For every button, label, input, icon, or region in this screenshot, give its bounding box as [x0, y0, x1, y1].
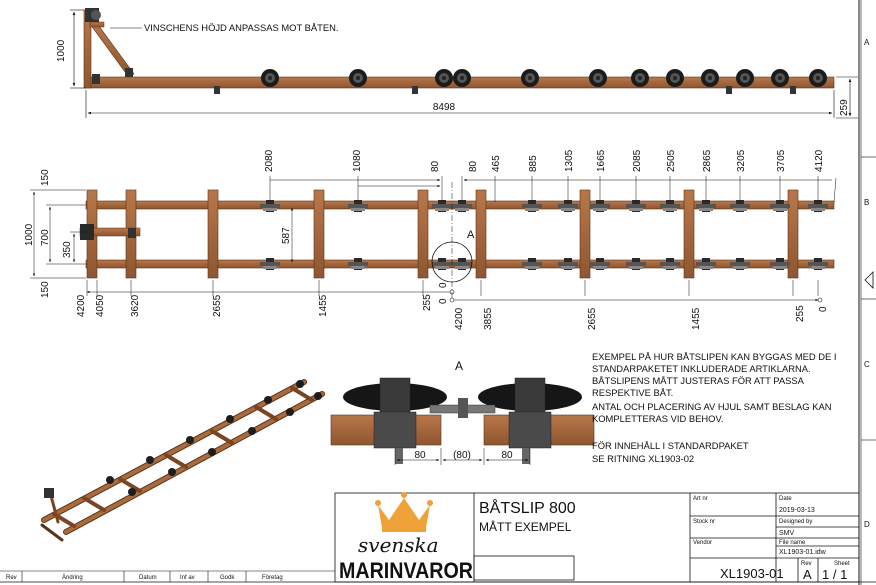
left-dim-4: 587 — [281, 227, 292, 244]
left-dim-2: 1000 — [24, 223, 35, 246]
bottom-right-dim-3: 2655 — [587, 307, 598, 330]
bottom-right-dim-5: 255 — [795, 305, 806, 322]
top-dim-9: 2505 — [666, 149, 677, 172]
drawing-number: XL1903-01 — [720, 566, 784, 581]
brand-logo: svenska MARINVAROR — [339, 492, 473, 583]
rev-col-approved: Godk — [220, 575, 235, 581]
bottom-left-dim-4: 1455 — [318, 294, 329, 317]
bottom-right-dim-4: 1455 — [691, 307, 702, 330]
top-dim-7: 1665 — [596, 149, 607, 172]
vendor-label: Vendor — [693, 540, 712, 546]
date-value: 2019-03-13 — [779, 507, 815, 514]
top-dim-1: 1080 — [352, 149, 363, 172]
sheet-label: Sheet — [834, 561, 850, 567]
side-view: VINSCHENS HÖJD ANPASSAS MOT BÅTEN. 1000 … — [56, 8, 858, 119]
bottom-right-dim-0: 0 — [438, 298, 449, 304]
bottom-right-dim-6: 0 — [818, 306, 829, 312]
zone-b: B — [864, 198, 869, 207]
rev-col-by: Inf av — [180, 575, 195, 581]
detail-dim-0: 80 — [414, 450, 426, 461]
revision-table: Rev Ändring Datum Inf av Godk Företag — [0, 570, 335, 582]
bottom-left-dim-2: 3620 — [130, 294, 141, 317]
designed-by-value: SMV — [779, 530, 795, 537]
side-length-dim: 8498 — [433, 102, 456, 113]
detail-marker: A — [467, 229, 475, 241]
note-line-1: STANDARPAKETET INKLUDERADE ARTIKLARNA. — [592, 363, 811, 374]
top-dim-13: 4120 — [814, 149, 825, 172]
plan-view: A 2080 1080 80 80 465 885 1305 — [24, 149, 837, 330]
title-block: svenska MARINVAROR BÅTSLIP 800 MÅTT EXEM… — [334, 492, 860, 583]
top-dim-2: 80 — [430, 160, 441, 172]
side-height-dim: 1000 — [56, 39, 67, 62]
stock-nr-label: Stock nr — [693, 519, 715, 525]
zone-c: C — [864, 360, 870, 369]
zone-a: A — [864, 38, 870, 47]
top-dim-4: 465 — [491, 155, 502, 172]
zone-labels: A B C D — [864, 38, 870, 529]
note-line-4: ANTAL OCH PLACERING AV HJUL SAMT BESLAG … — [592, 401, 831, 412]
top-dim-8: 2085 — [632, 149, 643, 172]
top-dim-0: 2080 — [264, 149, 275, 172]
rev-col-rev: Rev — [6, 575, 17, 581]
bottom-left-dim-0: 4200 — [76, 294, 87, 317]
isometric-view — [40, 379, 325, 542]
brand-script: svenska — [358, 533, 439, 557]
date-label: Date — [779, 496, 792, 502]
left-dim-1: 700 — [40, 229, 51, 246]
file-name-label: File name — [779, 540, 806, 546]
top-dim-5: 885 — [528, 155, 539, 172]
rev-label: Rev — [801, 561, 812, 567]
top-dim-11: 3205 — [736, 149, 747, 172]
left-dim-5: 150 — [40, 281, 51, 298]
left-dim-3: 350 — [62, 241, 73, 258]
bottom-left-dim-6: 0 — [438, 282, 449, 288]
left-dim-0: 150 — [40, 169, 51, 186]
detail-a-label: A — [455, 359, 463, 373]
general-notes: EXEMPEL PÅ HUR BÅTSLIPEN KAN BYGGAS MED … — [592, 351, 837, 464]
note-line-8: SE RITNING XL1903-02 — [592, 453, 694, 464]
detail-dim-2: 80 — [501, 450, 513, 461]
detail-a: A 80 (80) 80 — [330, 359, 595, 465]
rev-col-date: Datum — [139, 575, 157, 581]
rev-col-change: Ändring — [62, 574, 83, 581]
note-line-2: BÅTSLIPENS MÅTT JUSTERAS FÖR ATT PASSA — [592, 375, 805, 386]
note-line-5: KOMPLETTERAS VID BEHOV. — [592, 413, 723, 424]
art-nr-label: Art nr — [693, 496, 708, 502]
drawing-title: BÅTSLIP 800 — [479, 498, 576, 517]
bottom-right-dim-2: 3855 — [483, 307, 494, 330]
top-dim-12: 3705 — [776, 149, 787, 172]
rev-col-company: Företag — [262, 575, 283, 581]
bottom-right-dim-1: 4200 — [454, 307, 465, 330]
designed-by-label: Designed by — [779, 519, 812, 525]
bottom-left-dim-5: 255 — [422, 294, 433, 311]
file-name-value: XL1903-01.idw — [779, 549, 827, 556]
sheet-value: 1 / 1 — [822, 567, 847, 582]
note-line-3: RESPEKTIVE BÅT. — [592, 387, 673, 398]
zone-d: D — [864, 520, 870, 529]
note-line-0: EXEMPEL PÅ HUR BÅTSLIPEN KAN BYGGAS MED … — [592, 351, 837, 362]
detail-dim-1: (80) — [453, 450, 471, 461]
top-dim-6: 1305 — [564, 149, 575, 172]
top-dim-3: 80 — [468, 160, 479, 172]
winch-note: VINSCHENS HÖJD ANPASSAS MOT BÅTEN. — [144, 22, 338, 33]
bottom-left-dim-1: 4050 — [95, 294, 106, 317]
plan-rollers — [260, 200, 828, 270]
top-dim-10: 2865 — [702, 149, 713, 172]
crown-icon — [375, 492, 433, 532]
rev-value: A — [803, 567, 812, 582]
note-line-7: FÖR INNEHÅLL I STANDARDPAKET — [592, 440, 749, 451]
drawing-subtitle: MÅTT EXEMPEL — [479, 519, 572, 534]
bottom-left-dim-3: 2655 — [212, 294, 223, 317]
brand-name: MARINVAROR — [339, 558, 473, 583]
side-right-height-dim: 259 — [839, 99, 850, 116]
